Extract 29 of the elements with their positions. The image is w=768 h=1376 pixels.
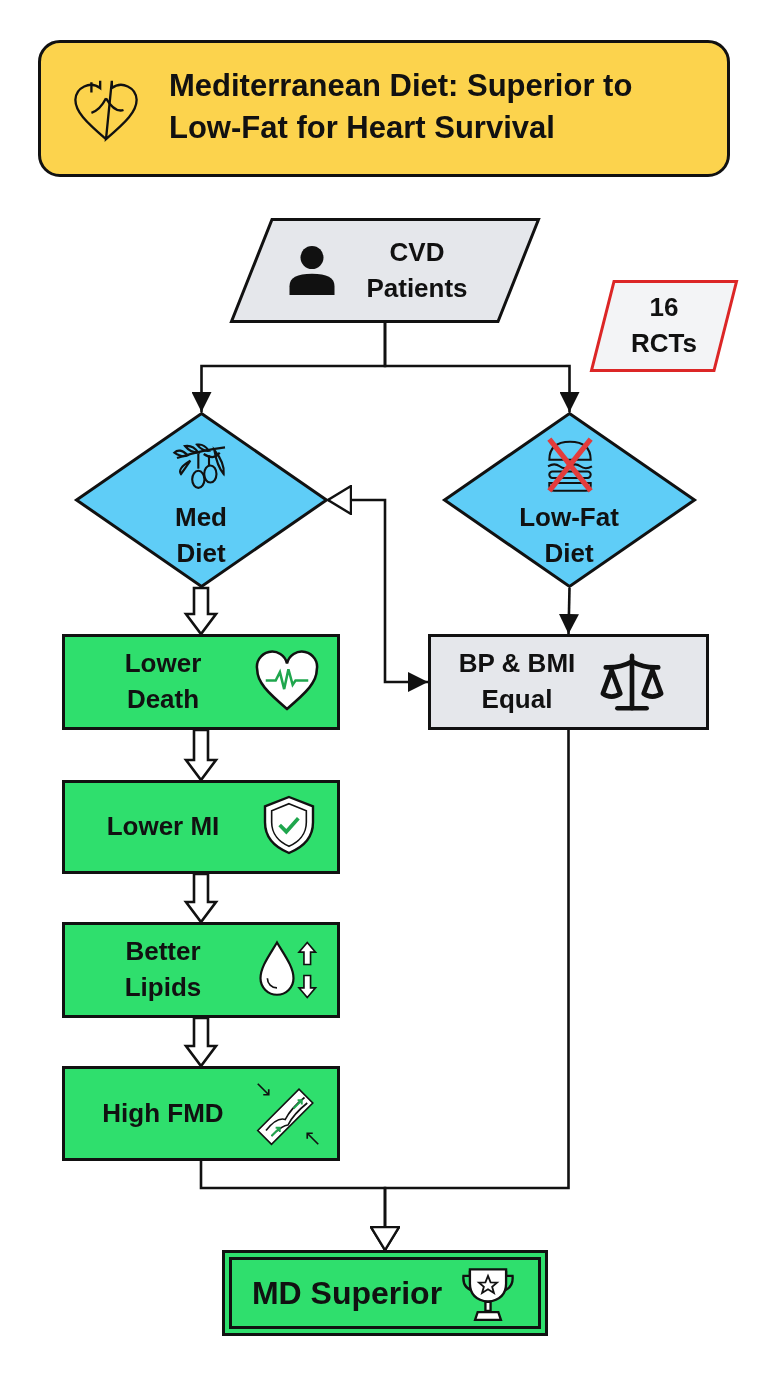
arrow [183,586,219,637]
process-box [428,634,709,730]
node-label: CVD Patients [365,235,469,305]
node-label: Med Diet [174,501,228,570]
node-label: Lower Death [123,647,203,716]
decision-diamond [443,412,696,588]
node-label: MD Superior [251,1273,443,1313]
decision-diamond [75,412,328,588]
title: Mediterranean Diet: Superior to Low-Fat for Heart Survival [169,67,634,147]
arrow [383,323,580,412]
arrow [326,484,428,692]
process-box [62,1066,340,1161]
process-box [62,780,340,874]
process-box [62,634,340,730]
node-label: Lower MI [106,810,220,844]
arrow [183,728,219,783]
result-box [222,1250,548,1336]
input-parallelogram [590,280,738,372]
arrow [183,872,219,925]
node-label: BP & BMI Equal [457,647,577,716]
node-label: Better Lipids [123,935,203,1004]
process-box [62,922,340,1018]
node-label: Low-Fat Diet [518,501,620,570]
input-parallelogram [230,218,540,323]
node-label: 16 RCTs [630,291,698,360]
arrow [183,1016,219,1069]
arrow [558,587,579,635]
arrow [369,730,570,1252]
node-label: High FMD [102,1096,224,1130]
